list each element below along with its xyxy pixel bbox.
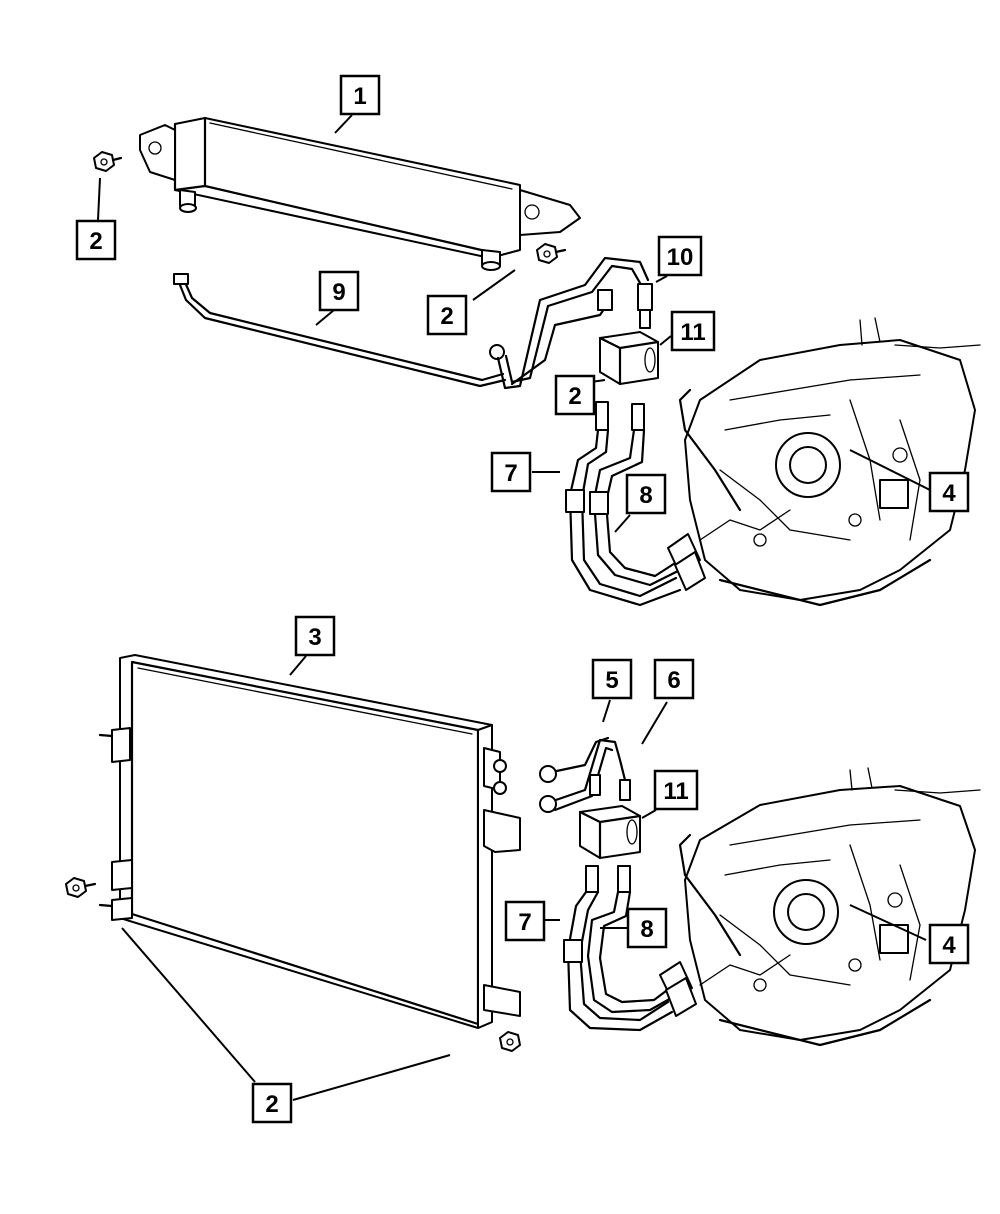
oil-cooler bbox=[139, 116, 581, 271]
callout-2-d-label: 2 bbox=[265, 1091, 278, 1118]
callout-7-a-label: 7 bbox=[504, 460, 517, 487]
callout-8-b-label: 8 bbox=[640, 916, 653, 943]
callout-10: 10 bbox=[657, 235, 703, 277]
transmission-hoses-lower bbox=[563, 865, 697, 1032]
bolt-lower-right bbox=[499, 1031, 521, 1052]
callout-7-a: 7 bbox=[490, 451, 532, 493]
callout-7-b-label: 7 bbox=[518, 909, 531, 936]
callout-9: 9 bbox=[318, 270, 360, 312]
bolt-lower-left bbox=[65, 877, 97, 898]
callout-11-b-label: 11 bbox=[663, 778, 688, 805]
cooler-tube-long bbox=[173, 273, 507, 388]
callout-2-b-label: 2 bbox=[440, 303, 453, 330]
leader-lines bbox=[97, 114, 931, 1101]
cooler-tubes-5-6 bbox=[539, 736, 631, 813]
callout-7-b: 7 bbox=[504, 900, 546, 942]
callout-1: 1 bbox=[339, 74, 381, 116]
callout-2-c-label: 2 bbox=[568, 383, 581, 410]
callout-9-label: 9 bbox=[332, 279, 345, 306]
cooler-tube-bent bbox=[496, 256, 653, 390]
transmission-upper bbox=[678, 317, 981, 607]
callout-8-a-label: 8 bbox=[639, 482, 652, 509]
transmission-lower bbox=[678, 767, 981, 1047]
callout-2-a-label: 2 bbox=[89, 228, 102, 255]
bolt-upper-left bbox=[93, 151, 123, 172]
callout-11-b: 11 bbox=[653, 769, 699, 811]
callout-8-b: 8 bbox=[626, 907, 668, 949]
callout-2-c: 2 bbox=[554, 374, 596, 416]
condenser-cooler bbox=[98, 654, 521, 1029]
callout-2-d: 2 bbox=[251, 1082, 293, 1124]
callout-6: 6 bbox=[653, 658, 695, 700]
tube-bracket-lower bbox=[578, 805, 642, 860]
bolt-upper-right bbox=[536, 243, 567, 264]
callout-4-a: 4 bbox=[928, 471, 970, 513]
callout-8-a: 8 bbox=[625, 473, 667, 515]
callout-2-b: 2 bbox=[426, 294, 468, 336]
callout-1-label: 1 bbox=[353, 83, 366, 110]
callout-4-a-label: 4 bbox=[942, 480, 956, 507]
callout-2-a: 2 bbox=[75, 219, 117, 261]
tube-bracket-upper bbox=[598, 331, 660, 386]
transmission-hoses-upper bbox=[565, 401, 706, 607]
callout-3: 3 bbox=[294, 615, 336, 657]
callout-3-label: 3 bbox=[308, 624, 321, 651]
callout-5: 5 bbox=[591, 658, 633, 700]
callout-6-label: 6 bbox=[667, 667, 680, 694]
callout-5-label: 5 bbox=[605, 667, 618, 694]
callout-10-label: 10 bbox=[667, 244, 694, 271]
callout-4-b: 4 bbox=[928, 923, 970, 965]
callout-4-b-label: 4 bbox=[942, 932, 956, 959]
callout-11-a-label: 11 bbox=[680, 319, 705, 346]
callout-11-a: 11 bbox=[670, 310, 716, 352]
